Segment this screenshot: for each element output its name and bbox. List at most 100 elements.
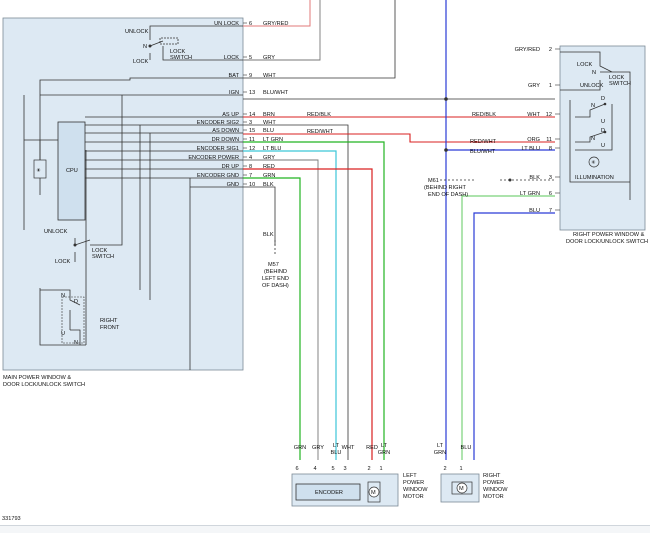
right-lock-label1: LOCK [609,75,625,81]
right-front-n1: N [61,293,65,299]
right-pin-wire-color: LT BLU [522,146,540,152]
right-pin-wire-color: WHT [527,112,540,118]
left-motor-wire-color-2: GRN [378,450,390,456]
wire-blk-gnd [243,186,276,245]
right-motor-pin-number: 1 [459,466,462,472]
main-pin-wire-color: RED [263,164,275,170]
right-motor-label2: POWER [483,480,504,486]
right-motor-label4: MOTOR [483,494,504,500]
left-motor-pin-number: 3 [343,466,346,472]
cpu-label: CPU [66,168,78,174]
left-motor-pin-number: 1 [379,466,382,472]
right-lock-label2: SWITCH [609,81,631,87]
right-win-contacts [569,100,630,183]
main-pin-name: AS UP [222,112,239,118]
left-motor-wire-color: GRN [294,445,306,451]
right-pin-number: 3 [549,175,552,181]
right-front-d: D [74,299,78,305]
lock-switch-mid-label1: LOCK [92,248,108,254]
right-win-n2: N [591,136,595,142]
wire-lt-blu-sig1 [243,150,337,460]
main-pin-wire-color: BRN [263,112,275,118]
main-pin-name: DR DOWN [212,137,239,143]
right-motor-pin-number: 2 [443,466,446,472]
right-lock-lock: LOCK [577,62,593,68]
right-win-n1: N [591,103,595,109]
lock-switch-top-unlock: UNLOCK [125,29,149,35]
main-pin-name: LOCK [224,55,240,61]
lock-switch-top-bracket [159,37,179,45]
left-motor-pin-number: 2 [367,466,370,472]
left-motor-pin-number: 6 [295,466,298,472]
right-motor-wire-color-2: GRN [434,450,446,456]
main-pin-number: 12 [249,146,255,152]
right-pin-wire-color: GRY/RED [515,47,540,53]
lock-switch-top-contacts [149,33,243,61]
left-motor-label1: LEFT [403,473,417,479]
figure-id: 331793 [2,516,21,522]
right-left-label-blu-wht: BLU/WHT [470,149,496,155]
right-switch-box [559,45,646,231]
main-pin-number: 3 [249,120,252,126]
wire-gry-red-top [243,0,311,27]
main-pin-name: AS DOWN [212,128,239,134]
lamp-wires [24,139,58,195]
junction-dot-1 [444,97,448,101]
main-pin-wire-color: GRY [263,155,275,161]
lock-switch-top-label2: SWITCH [170,55,192,61]
bottom-scroll-bar[interactable] [0,525,650,533]
main-pin-wire-color: WHT [263,73,276,79]
main-pin-number: 5 [249,55,252,61]
illumination-lamp [588,156,600,168]
right-front-u: U [61,331,65,337]
right-pin-number: 8 [549,146,552,152]
main-pin-wire-color: LT BLU [263,146,281,152]
wire-lt-grn-right [461,195,555,460]
right-win-dot-1 [603,102,607,106]
wire-red-dr-up [243,168,373,460]
main-pin-wire-color: GRY/RED [263,21,288,27]
left-motor-wire-color: RED [366,445,378,451]
main-pin-number: 7 [249,173,252,179]
lock-switch-mid-unlock: UNLOCK [44,229,68,235]
encoder-block [295,483,361,501]
right-motor-label1: RIGHT [483,473,501,479]
m61-desc2: END OF DASH) [428,192,468,198]
main-pin-wire-color: BLU [263,128,274,134]
main-switch-box [2,17,244,371]
illumination-glyph: ✳ [591,159,596,166]
main-pin-name: ENCODER SIG2 [197,120,239,126]
main-internal-unlock [149,25,243,33]
left-motor-m-label: M [371,490,376,496]
main-pin-wire-color: WHT [263,120,276,126]
wire-lt-grn-dr-down [243,141,385,460]
right-left-label-red-blk: RED/BLK [472,112,496,118]
right-motor-wire-color-1: LT [437,443,444,449]
lock-switch-top-dot [148,44,152,48]
right-win-d2: D [601,128,605,134]
left-motor-label3: WINDOW [403,487,428,493]
cpu-block [57,121,86,221]
main-pin-number: 9 [249,73,252,79]
main-internal-sig [85,116,243,188]
m57-name: M57 [268,262,279,268]
lamp-glyph: ☀ [36,167,41,174]
m57-desc2: LEFT END [262,276,289,282]
right-pin-wire-color: LT GRN [520,191,540,197]
illumination-label: ILLUMINATION [575,175,614,181]
junction-dot-2 [444,148,448,152]
left-motor-label2: POWER [403,480,424,486]
right-win-u: U [601,119,605,125]
right-motor-m-label: M [459,486,464,492]
m61-desc1: (BEHIND RIGHT [424,185,467,191]
lock-switch-top-label1: LOCK [170,49,186,55]
main-pin-name: GND [227,182,239,188]
right-motor-wire-color: BLU [461,445,472,451]
main-pin-wire-color: BLU/WHT [263,90,289,96]
left-motor-pin-number: 4 [313,466,316,472]
mid-label-red-wht: RED/WHT [307,129,334,135]
main-pin-number: 11 [249,137,255,143]
